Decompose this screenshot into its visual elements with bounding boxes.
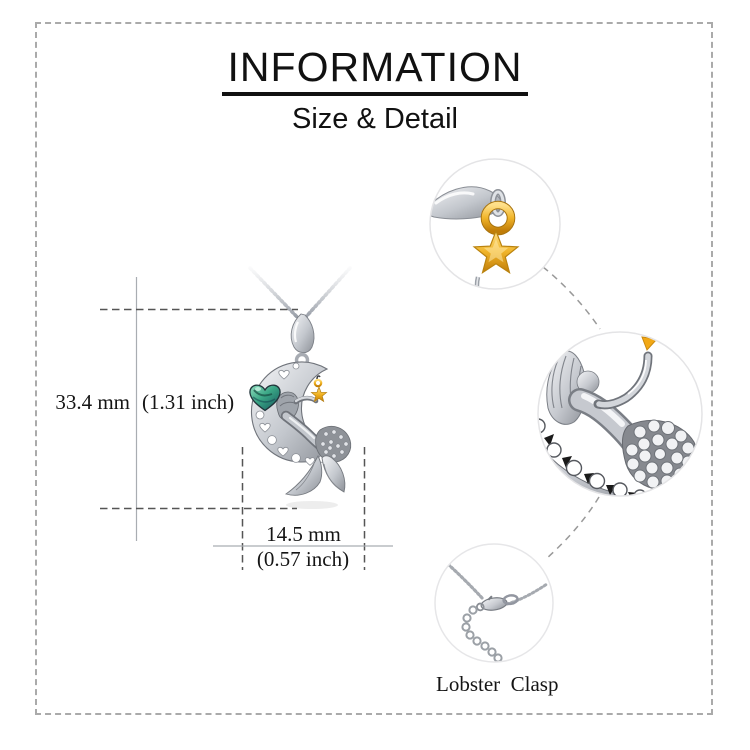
necklace-pendant-photo xyxy=(248,266,352,509)
page-subtitle: Size & Detail xyxy=(291,103,458,136)
page-title: INFORMATION xyxy=(227,44,523,90)
star-charm-closeup-photo xyxy=(429,158,561,290)
dashed-border-frame xyxy=(35,22,713,715)
pendant-height-inch: (1.31 inch) xyxy=(142,390,235,414)
lobster-clasp-closeup-photo xyxy=(434,543,554,663)
pendant-width-inch: (0.57 inch) xyxy=(256,547,350,571)
pendant-height-mm: 33.4 mm xyxy=(55,390,130,414)
mermaid-moon-closeup-photo xyxy=(537,331,703,497)
header: INFORMATION Size & Detail xyxy=(35,44,715,136)
lobster-clasp-label: Lobster Clasp xyxy=(436,672,559,696)
title-underline xyxy=(222,92,528,97)
pendant-width-mm: 14.5 mm xyxy=(266,522,341,546)
